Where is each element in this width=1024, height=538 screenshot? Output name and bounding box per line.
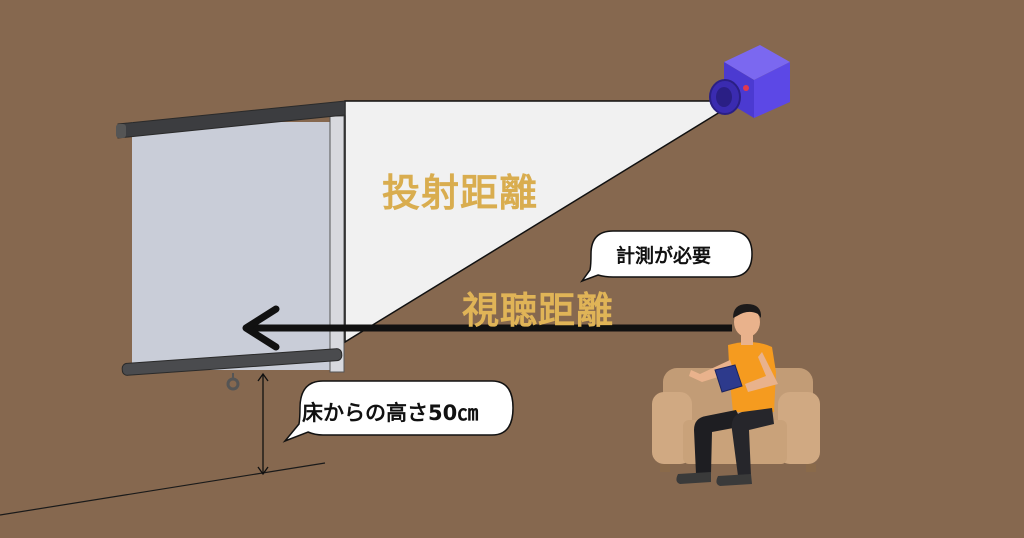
measure-callout-bubble — [579, 230, 753, 283]
person-leg-right — [731, 408, 774, 476]
measurement-required-text: 計測が必要 — [616, 245, 712, 267]
height-arrow — [257, 372, 269, 476]
screen-surface — [132, 122, 332, 370]
screen-bottom-bar — [121, 348, 343, 376]
sofa-leg-right — [806, 464, 816, 472]
projector-indicator — [743, 85, 749, 91]
projector-body-side — [754, 62, 790, 118]
screen-frame-right — [329, 115, 345, 373]
person-icon — [676, 304, 778, 486]
sofa-leg-left — [660, 464, 670, 472]
person-leg-left — [694, 410, 744, 474]
sofa-arm-right — [778, 392, 820, 464]
arrow-left-icon — [242, 305, 732, 351]
height-from-floor-text: 床からの高さ50㎝ — [302, 401, 479, 425]
person-arm-left — [689, 360, 734, 382]
tablet — [714, 364, 743, 393]
viewing-distance-label: 視聴距離 — [462, 289, 614, 332]
person-shoe-right — [716, 474, 752, 486]
person-shoe-left — [676, 472, 711, 484]
projector-body-top — [724, 45, 790, 80]
screen-icon — [116, 100, 346, 391]
person-arm-right — [745, 352, 778, 392]
sofa-arm-left — [652, 392, 692, 464]
height-callout-bubble — [282, 380, 514, 443]
projector-lens-inner — [716, 87, 732, 107]
projector-icon — [709, 45, 790, 118]
screen-pull-ring — [226, 377, 240, 391]
floor-line — [0, 462, 326, 516]
viewing-arrow-head — [242, 305, 280, 351]
person-hair — [733, 304, 762, 318]
screen-top-bar-cap — [116, 124, 126, 138]
person-head — [734, 307, 760, 337]
projection-distance-label: 投射距離 — [382, 171, 539, 215]
